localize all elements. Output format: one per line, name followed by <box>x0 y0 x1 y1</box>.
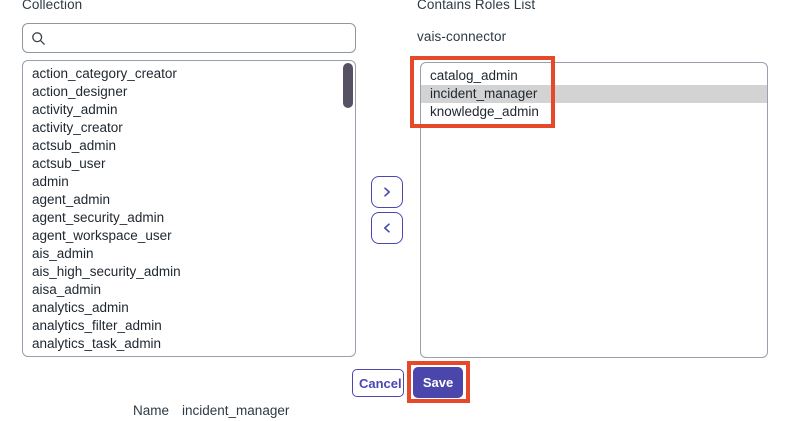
list-item[interactable]: analytics_task_admin <box>32 336 162 351</box>
move-left-button[interactable] <box>371 212 403 244</box>
list-item[interactable]: actsub_user <box>32 156 106 171</box>
record-name-label: vais-connector <box>417 29 507 44</box>
contains-roles-list-label: Contains Roles List <box>417 0 536 12</box>
chevron-right-icon <box>380 185 394 199</box>
search-input[interactable] <box>52 29 347 47</box>
list-item[interactable]: analytics_filter_admin <box>32 318 162 333</box>
list-item[interactable]: catalog_admin <box>430 68 518 83</box>
chevron-left-icon <box>380 221 394 235</box>
scrollbar-thumb[interactable] <box>343 63 353 108</box>
name-label: Name <box>133 403 170 418</box>
list-item[interactable]: activity_admin <box>32 102 118 117</box>
save-button[interactable]: Save <box>413 367 463 398</box>
move-right-button[interactable] <box>371 176 403 208</box>
list-item[interactable]: action_category_creator <box>32 66 177 81</box>
list-item[interactable]: incident_manager <box>421 85 767 103</box>
list-item[interactable]: analytics_viewer <box>23 353 355 356</box>
collection-label: Collection <box>22 0 83 12</box>
list-item[interactable]: action_designer <box>32 84 128 99</box>
list-item[interactable]: actsub_admin <box>32 138 117 153</box>
list-item[interactable]: knowledge_admin <box>430 104 539 119</box>
search-icon <box>31 31 46 46</box>
name-value: incident_manager <box>182 403 290 418</box>
list-item[interactable]: agent_security_admin <box>32 210 165 225</box>
list-item[interactable]: analytics_admin <box>32 300 129 315</box>
list-item[interactable]: aisa_admin <box>32 282 102 297</box>
collection-search[interactable] <box>22 23 356 53</box>
name-row: Name incident_manager <box>133 403 289 418</box>
cancel-button[interactable]: Cancel <box>352 369 404 397</box>
list-item[interactable]: ais_admin <box>32 246 94 261</box>
list-item[interactable]: agent_workspace_user <box>32 228 172 243</box>
list-item[interactable]: agent_admin <box>32 192 111 207</box>
list-item[interactable]: activity_creator <box>32 120 123 135</box>
list-item[interactable]: ais_high_security_admin <box>32 264 181 279</box>
list-item[interactable]: admin <box>32 174 69 189</box>
